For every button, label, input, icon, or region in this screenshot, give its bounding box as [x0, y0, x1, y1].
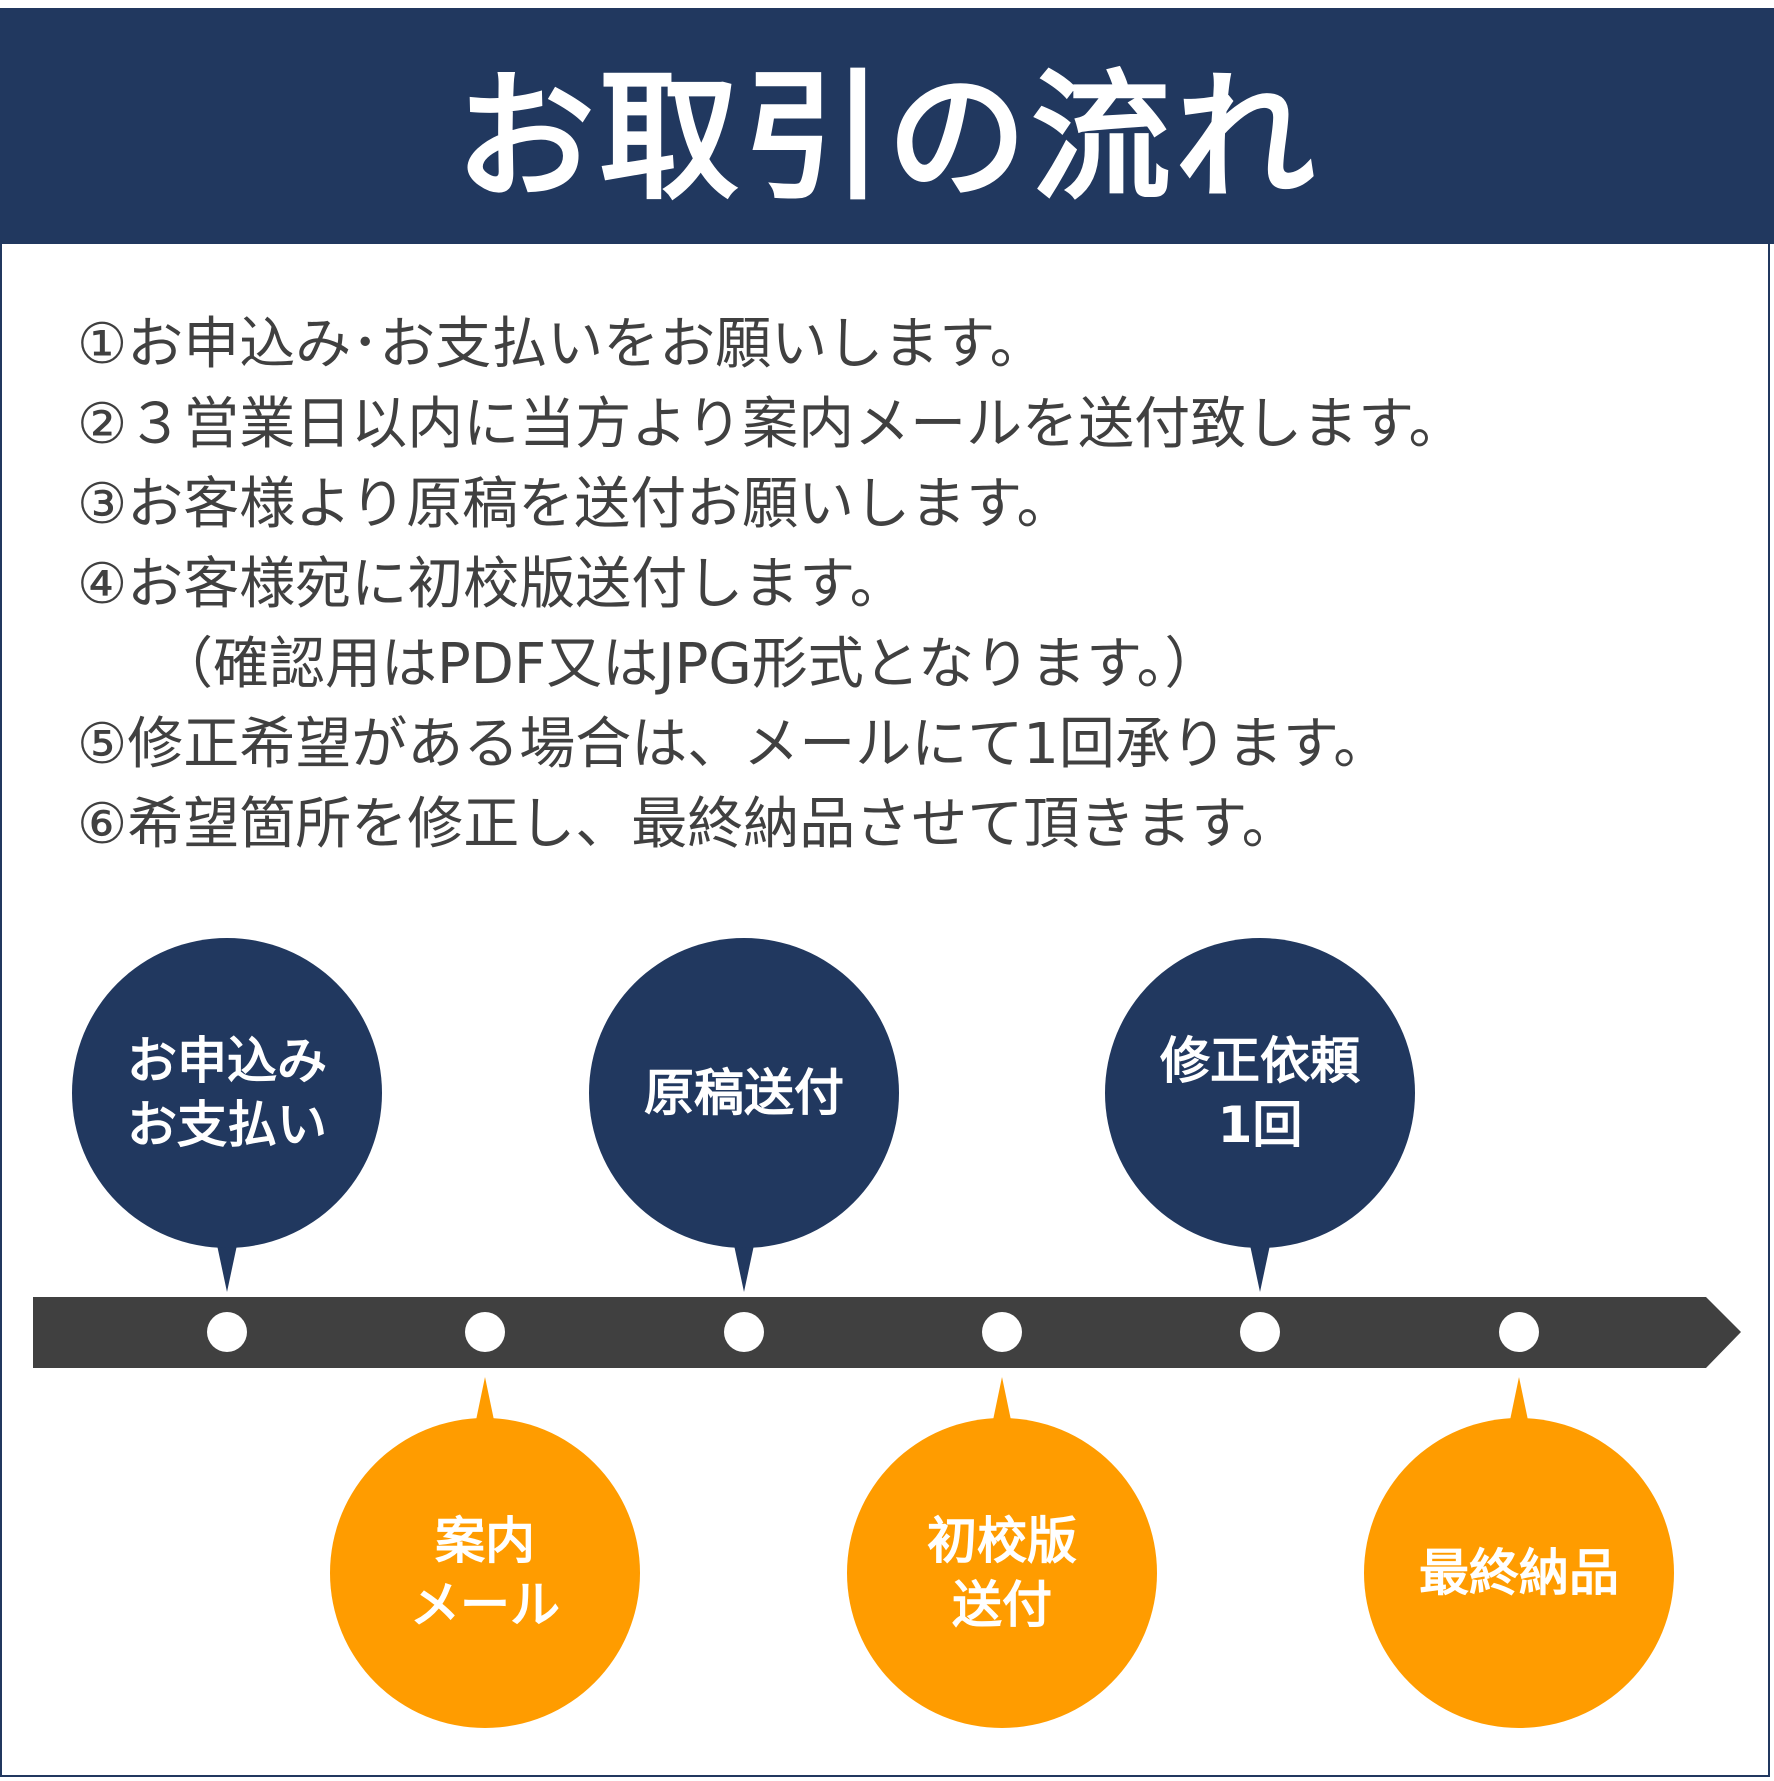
bubble-tail	[217, 1245, 237, 1292]
label-first-proof: 初校版 送付	[852, 1509, 1152, 1637]
label-line: 送付	[952, 1576, 1052, 1634]
label-line: 修正依頼	[1160, 1032, 1360, 1090]
timeline-dot	[1499, 1312, 1539, 1352]
header-banner: お取引の流れ	[0, 8, 1774, 244]
step-5: ⑤修正希望がある場合は、メールにて1回承ります。	[77, 712, 1390, 777]
label-line: 案内	[435, 1512, 535, 1570]
step-1: ①お申込み･お支払いをお願いします。	[77, 312, 1046, 377]
label-line: 原稿送付	[644, 1064, 844, 1122]
step-3: ③お客様より原稿を送付お願いします。	[77, 472, 1073, 537]
bubble-bottom-3	[1364, 1418, 1674, 1728]
step-6: ⑥希望箇所を修正し、最終納品させて頂きます。	[77, 792, 1298, 857]
bubble-top-1	[72, 938, 382, 1248]
timeline-dot	[1240, 1312, 1280, 1352]
step-4-note: （確認用はPDF又はJPG形式となります。）	[157, 632, 1221, 697]
label-line: 初校版	[927, 1512, 1077, 1570]
bubble-tail	[734, 1245, 754, 1292]
label-line: 1回	[1217, 1096, 1303, 1154]
label-final-delivery: 最終納品	[1369, 1541, 1669, 1605]
timeline-dot	[982, 1312, 1022, 1352]
label-manuscript: 原稿送付	[594, 1061, 894, 1125]
label-apply-pay: お申込み お支払い	[77, 1029, 377, 1157]
bubble-bottom-2	[847, 1418, 1157, 1728]
bubble-tail	[1509, 1377, 1529, 1425]
label-line: お支払い	[127, 1096, 327, 1154]
bubble-bottom-1	[330, 1418, 640, 1728]
timeline-dot	[465, 1312, 505, 1352]
step-4: ④お客様宛に初校版送付します。	[77, 552, 906, 617]
bubble-top-3	[1105, 938, 1415, 1248]
label-line: お申込み	[127, 1032, 327, 1090]
label-line: メール	[410, 1576, 560, 1634]
label-revision: 修正依頼 1回	[1110, 1029, 1410, 1157]
step-2: ②３営業日以内に当方より案内メールを送付致します。	[77, 392, 1465, 457]
steps-list: ①お申込み･お支払いをお願いします。 ②３営業日以内に当方より案内メールを送付致…	[77, 305, 1464, 865]
bubble-tail	[1250, 1245, 1270, 1292]
bubble-top-2	[589, 938, 899, 1248]
timeline-arrow	[33, 1297, 1741, 1368]
page-title: お取引の流れ	[454, 57, 1319, 220]
timeline-dot	[724, 1312, 764, 1352]
label-line: 最終納品	[1419, 1544, 1619, 1602]
bubble-tail	[992, 1377, 1012, 1425]
label-guide-mail: 案内 メール	[335, 1509, 635, 1637]
bubble-tail	[475, 1377, 495, 1425]
timeline-dot	[207, 1312, 247, 1352]
